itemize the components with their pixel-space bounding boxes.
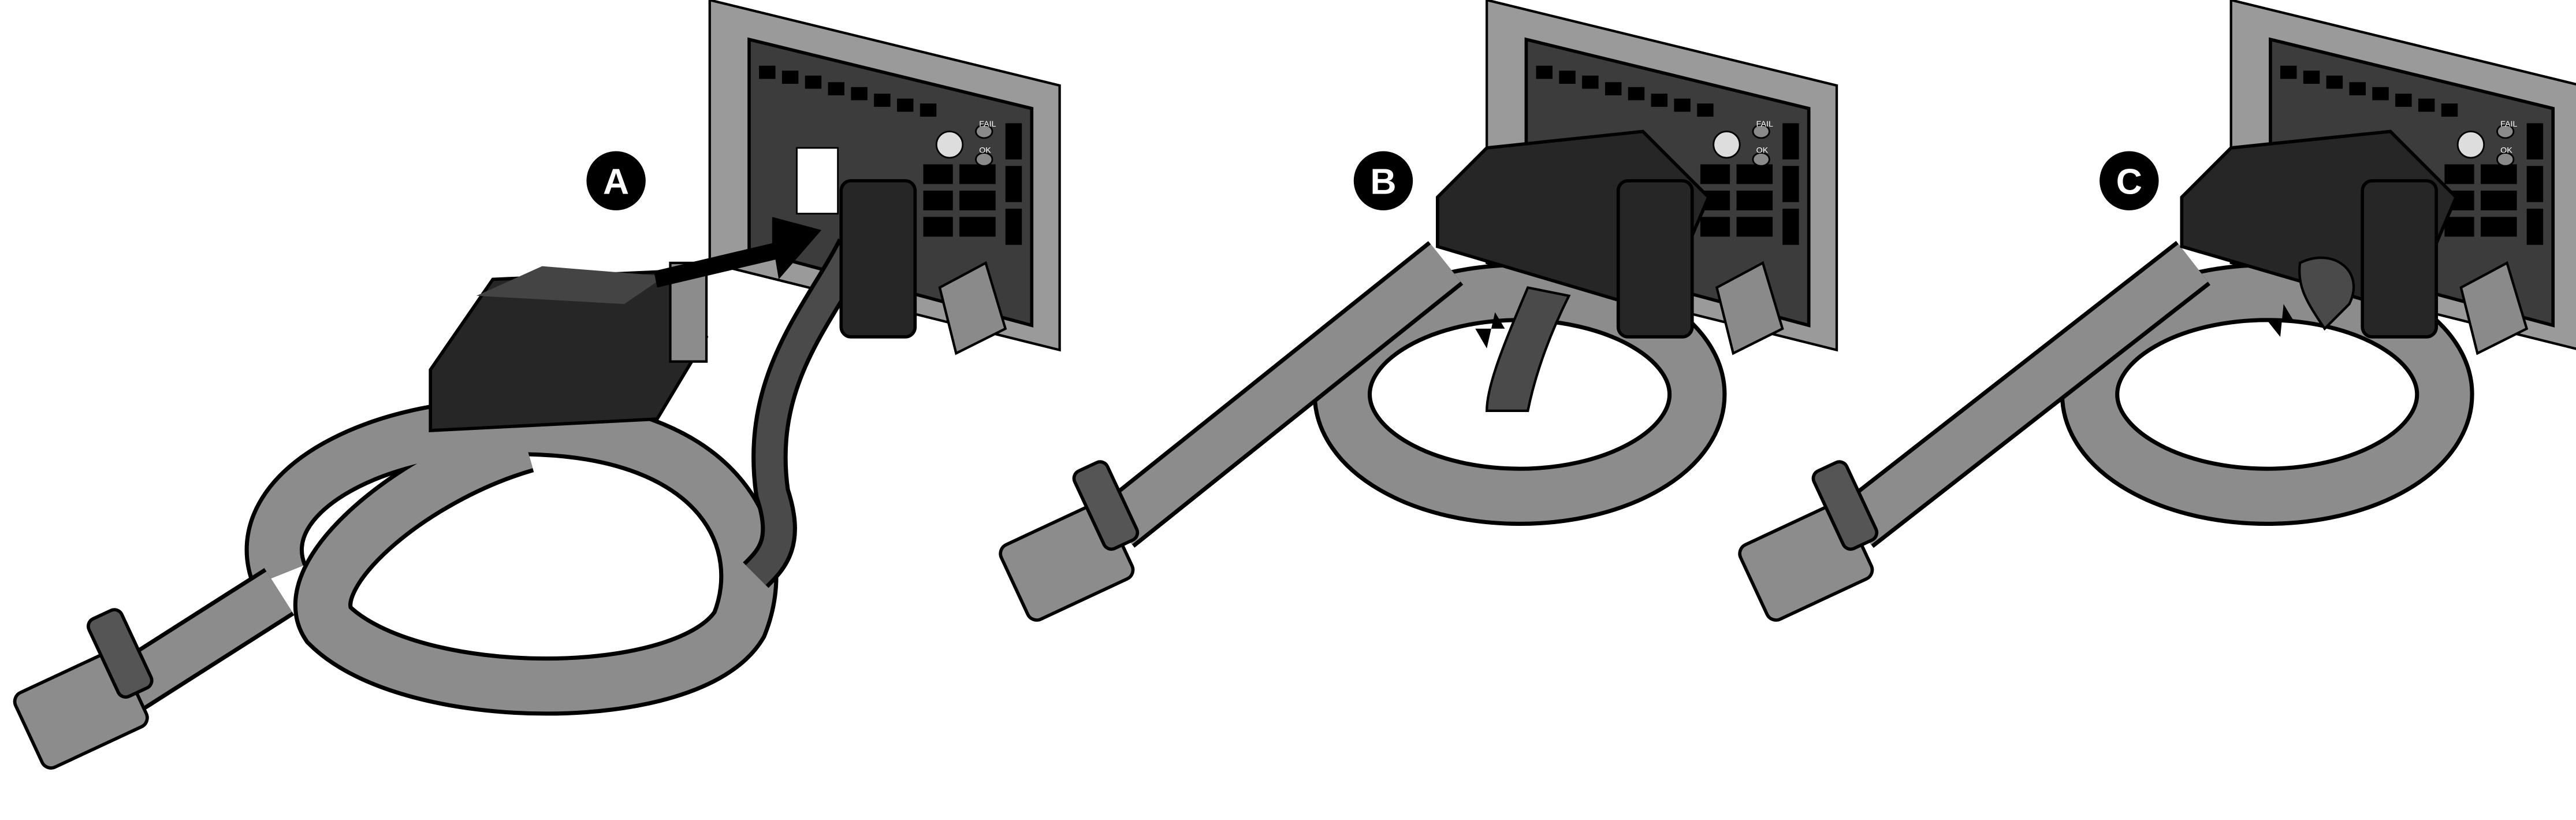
led-ok-label: OK (979, 146, 991, 155)
led-fail-label: FAIL (2500, 120, 2517, 129)
led-fail-label: FAIL (1756, 120, 1773, 129)
step-c-label: C (2116, 162, 2142, 202)
step-b-badge (1353, 151, 1413, 210)
step-c-badge (2099, 151, 2159, 210)
step-b-label: B (1370, 162, 1396, 202)
step-a-badge (586, 151, 646, 210)
led-ok-label: OK (2500, 146, 2512, 155)
step-b-panel: B FAIL OK (997, 0, 1837, 624)
step-a-label: A (603, 162, 629, 202)
led-fail-label: FAIL (979, 120, 996, 129)
step-c-panel: C FAIL OK (1737, 0, 2576, 624)
led-ok-label: OK (1756, 146, 1769, 155)
step-a-panel: A FAIL OK (12, 0, 1060, 771)
